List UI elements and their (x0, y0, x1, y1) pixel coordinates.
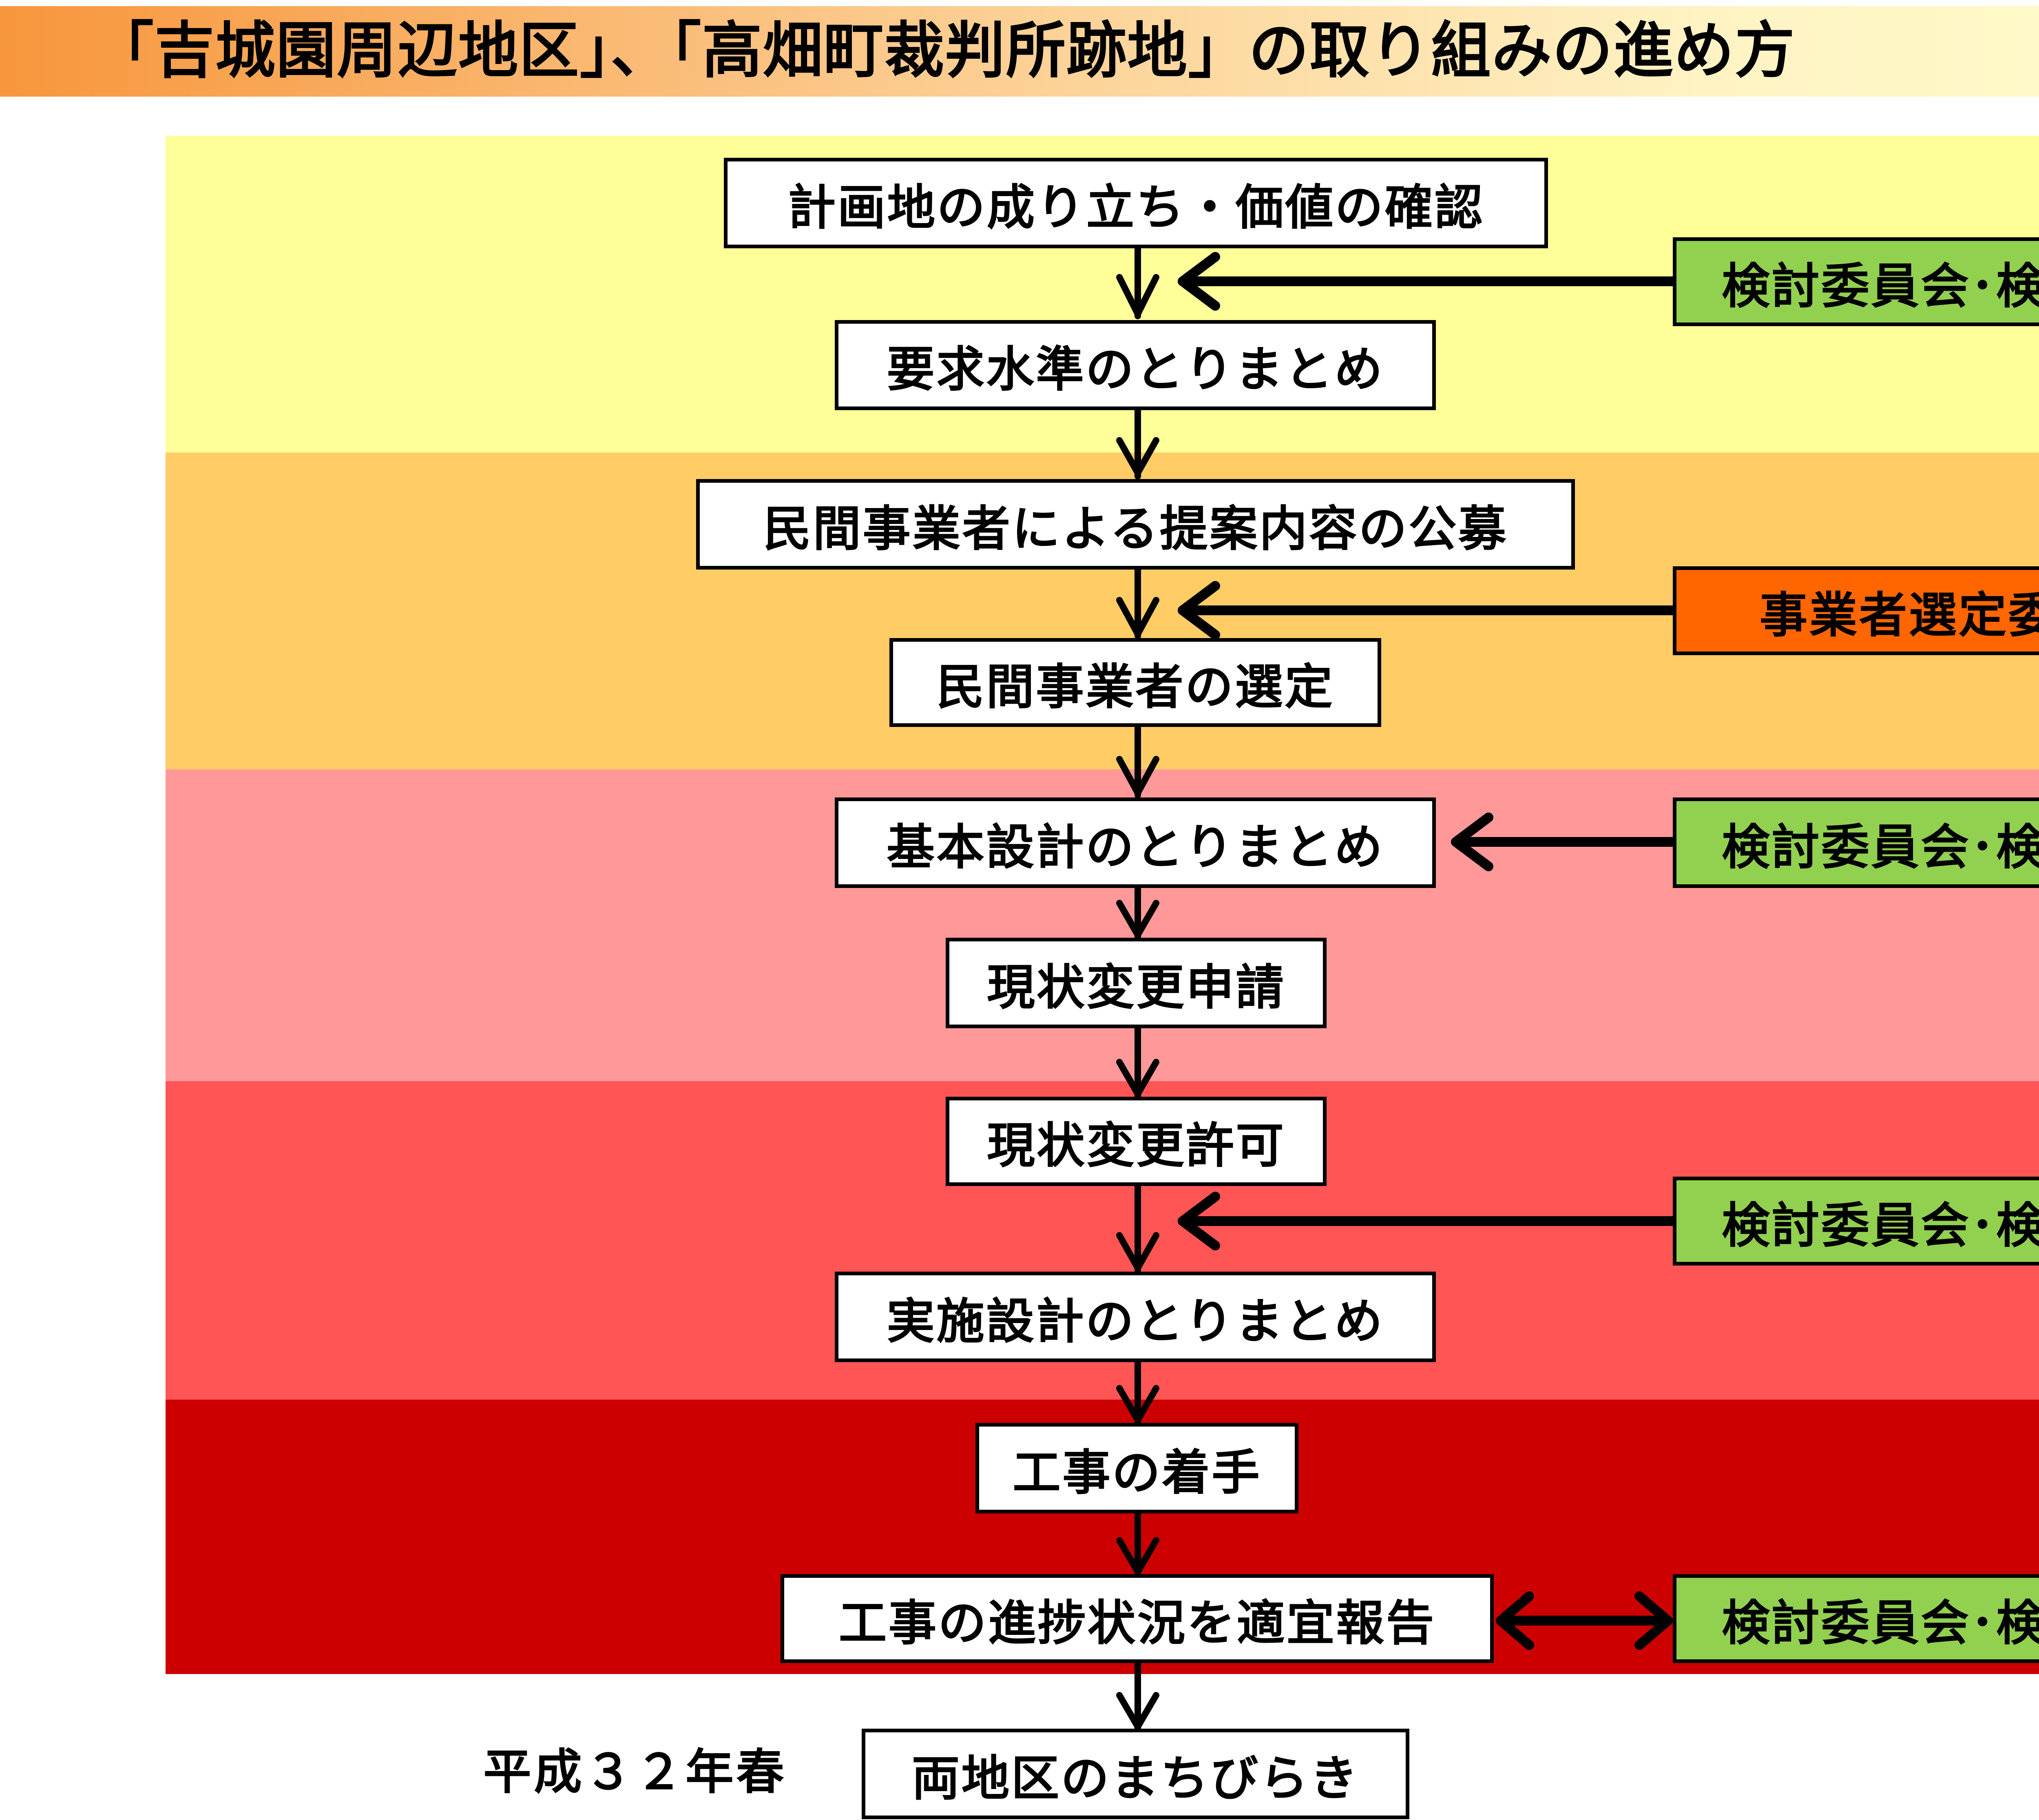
step-detailed-design: 実施設計のとりまとめ (835, 1272, 1436, 1362)
committee-label: 事業者選定委員会 (1759, 587, 2039, 643)
committee-review-1: 検討委員会･検討部会 (1673, 237, 2039, 326)
step-label: 民間事業者による提案内容の公募 (763, 500, 1508, 557)
step-label: 基本設計のとりまとめ (886, 819, 1384, 875)
step-label: 工事の進捗状況を適宜報告 (838, 1595, 1436, 1651)
step-label: 計画地の成り立ち・価値の確認 (787, 179, 1484, 236)
committee-review-3: 検討委員会･検討部会 (1673, 1177, 2039, 1266)
committee-review-2: 検討委員会･検討部会 (1673, 797, 2039, 888)
committee-label: 検討委員会･検討部会 (1721, 1595, 2039, 1651)
committee-review-4: 検討委員会･検討部会 (1673, 1574, 2039, 1663)
committee-label: 検討委員会･検討部会 (1721, 258, 2039, 314)
step-label: 現状変更許可 (986, 1118, 1285, 1174)
step-requirements: 要求水準のとりまとめ (835, 320, 1436, 410)
committee-operator-selection: 事業者選定委員会 (1673, 566, 2039, 655)
step-label: 民間事業者の選定 (936, 658, 1334, 715)
step-public-proposal: 民間事業者による提案内容の公募 (696, 479, 1575, 570)
step-label: 現状変更申請 (986, 959, 1285, 1016)
committee-label: 検討委員会･検討部会 (1721, 1197, 2039, 1254)
step-basic-design: 基本設計のとりまとめ (835, 797, 1436, 888)
step-label: 両地区のまちびらき (911, 1750, 1360, 1807)
step-label: 実施設計のとりまとめ (886, 1293, 1384, 1350)
milestone-date: 平成３２年春 (483, 1744, 787, 1800)
step-site-history-value: 計画地の成り立ち・価値の確認 (724, 158, 1548, 248)
step-label: 工事の着手 (1012, 1444, 1261, 1501)
step-label: 要求水準のとりまとめ (886, 341, 1384, 398)
title-banner: 「吉城園周辺地区」、「高畑町裁判所跡地」の取り組みの進め方 (0, 6, 2039, 97)
step-construction-start: 工事の着手 (975, 1423, 1298, 1513)
step-change-application: 現状変更申請 (946, 938, 1327, 1028)
committee-label: 検討委員会･検討部会 (1721, 819, 2039, 875)
page-title: 「吉城園周辺地区」、「高畑町裁判所跡地」の取り組みの進め方 (94, 15, 1796, 86)
step-operator-selection: 民間事業者の選定 (889, 638, 1381, 727)
step-change-permit: 現状変更許可 (946, 1097, 1327, 1186)
step-grand-opening: 両地区のまちびらき (862, 1729, 1409, 1819)
step-progress-report: 工事の進捗状況を適宜報告 (781, 1574, 1494, 1663)
